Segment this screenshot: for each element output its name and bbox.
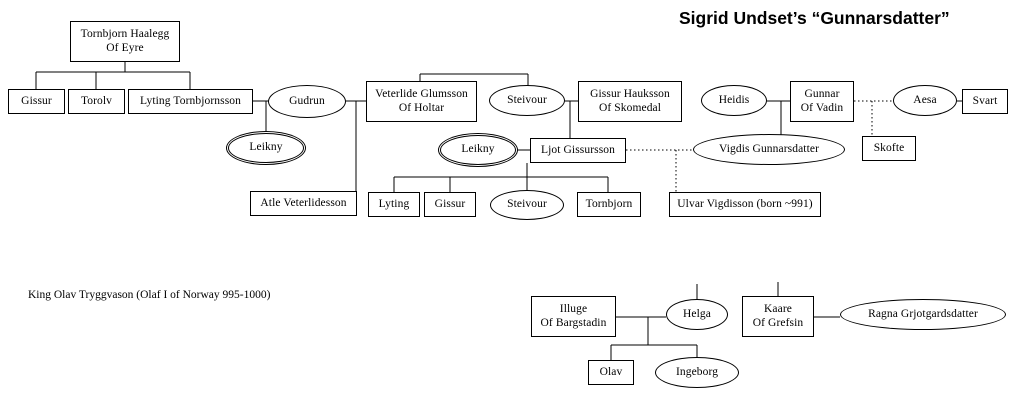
node-lyting-tornbjornsson[interactable]: Lyting Tornbjornsson	[128, 89, 253, 114]
node-label: Ingeborg	[675, 365, 719, 378]
node-lyting-2[interactable]: Lyting	[368, 192, 420, 217]
node-label: Svart	[972, 94, 998, 107]
node-label: Steivour	[507, 93, 547, 106]
node-gissur-2[interactable]: Gissur	[424, 192, 476, 217]
node-label: Atle Veterlidesson	[260, 196, 347, 209]
node-torolv[interactable]: Torolv	[68, 89, 125, 114]
node-helga[interactable]: Helga	[666, 299, 728, 330]
node-label: Kaare Of Grefsin	[752, 302, 804, 329]
node-label: Aesa	[913, 93, 937, 106]
node-kaare-of-grefsin[interactable]: Kaare Of Grefsin	[742, 296, 814, 337]
node-label: Steivour	[507, 198, 547, 211]
node-label: Olav	[599, 365, 623, 378]
footnote-king-olav: King Olav Tryggvason (Olaf I of Norway 9…	[28, 289, 271, 301]
node-label: Veterlide Glumsson Of Holtar	[375, 87, 468, 114]
node-ulvar-vigdisson[interactable]: Ulvar Vigdisson (born ~991)	[669, 192, 821, 217]
node-label: Leikny	[249, 141, 283, 154]
node-label: Vigdis Gunnarsdatter	[719, 142, 819, 155]
node-label: Torolv	[80, 94, 113, 107]
node-illuge-of-bargstadin[interactable]: Illuge Of Bargstadin	[531, 296, 616, 337]
node-label: Gissur	[434, 197, 466, 210]
node-ljot-gissursson[interactable]: Ljot Gissursson	[530, 138, 626, 163]
node-olav[interactable]: Olav	[588, 360, 634, 385]
node-gudrun[interactable]: Gudrun	[268, 85, 346, 118]
node-tornbjorn-haalegg[interactable]: Tornbjorn Haalegg Of Eyre	[70, 21, 180, 62]
node-label: Tornbjorn	[585, 197, 633, 210]
node-label: Ljot Gissursson	[540, 143, 616, 156]
node-svart[interactable]: Svart	[962, 89, 1008, 114]
node-label: Ragna Grjotgardsdatter	[868, 307, 978, 320]
node-leikny-1[interactable]: Leikny	[228, 133, 304, 163]
node-gissur-1[interactable]: Gissur	[8, 89, 65, 114]
node-atle-veterlidesson[interactable]: Atle Veterlidesson	[250, 191, 357, 216]
node-label: Illuge Of Bargstadin	[540, 302, 607, 329]
node-label: Lyting Tornbjornsson	[140, 94, 241, 107]
node-steivour-1[interactable]: Steivour	[489, 85, 565, 116]
node-vigdis-gunnarsdatter[interactable]: Vigdis Gunnarsdatter	[693, 134, 845, 165]
node-veterlide-glumsson[interactable]: Veterlide Glumsson Of Holtar	[366, 81, 477, 122]
node-steivour-2[interactable]: Steivour	[490, 190, 564, 220]
node-gissur-hauksson[interactable]: Gissur Hauksson Of Skomedal	[578, 81, 682, 122]
node-label: Gudrun	[289, 94, 325, 107]
node-label: Gissur	[21, 94, 52, 107]
node-label: Ulvar Vigdisson (born ~991)	[677, 197, 813, 210]
node-label: Lyting	[378, 197, 410, 210]
node-aesa[interactable]: Aesa	[893, 85, 957, 116]
node-tornbjorn-2[interactable]: Tornbjorn	[577, 192, 641, 217]
node-label: Heidis	[718, 93, 750, 106]
node-ingeborg[interactable]: Ingeborg	[655, 357, 739, 388]
node-leikny-2[interactable]: Leikny	[440, 135, 516, 165]
node-skofte[interactable]: Skofte	[862, 136, 916, 161]
node-label: Helga	[683, 307, 711, 320]
node-label: Gunnar Of Vadin	[800, 87, 844, 114]
node-label: Skofte	[873, 141, 905, 154]
node-heidis[interactable]: Heidis	[701, 85, 767, 116]
node-label: Gissur Hauksson Of Skomedal	[590, 87, 670, 114]
node-gunnar-of-vadin[interactable]: Gunnar Of Vadin	[790, 81, 854, 122]
page-title: Sigrid Undset’s “Gunnarsdatter”	[679, 8, 950, 28]
node-label: Leikny	[461, 143, 495, 156]
node-ragna-grjotgardsdatter[interactable]: Ragna Grjotgardsdatter	[840, 299, 1006, 330]
node-label: Tornbjorn Haalegg Of Eyre	[80, 27, 170, 54]
